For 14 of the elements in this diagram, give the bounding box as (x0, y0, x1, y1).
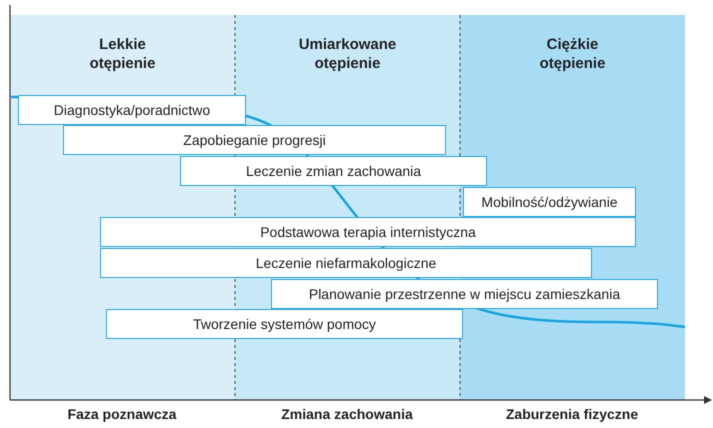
care-bar: Podstawowa terapia internistyczna (100, 217, 636, 247)
phase-label: Zaburzenia fizyczne (506, 406, 638, 422)
care-bar: Tworzenie systemów pomocy (106, 309, 463, 339)
care-bar: Diagnostyka/poradnictwo (18, 95, 246, 125)
phase-label: Faza poznawcza (68, 406, 176, 422)
care-bar: Leczenie niefarmakologiczne (100, 248, 592, 278)
care-bar: Leczenie zmian zachowania (180, 156, 487, 186)
phase-label: Zmiana zachowania (281, 406, 413, 422)
phase-heading: Ciężkie otępienie (538, 35, 606, 73)
care-bar: Mobilność/odżywianie (463, 187, 636, 217)
care-bar: Zapobieganie progresji (63, 125, 446, 155)
phase-heading: Lekkie otępienie (88, 35, 156, 73)
phase-heading: Umiarkowane otępienie (298, 35, 398, 73)
care-bar: Planowanie przestrzenne w miejscu zamieszkania (271, 279, 658, 309)
